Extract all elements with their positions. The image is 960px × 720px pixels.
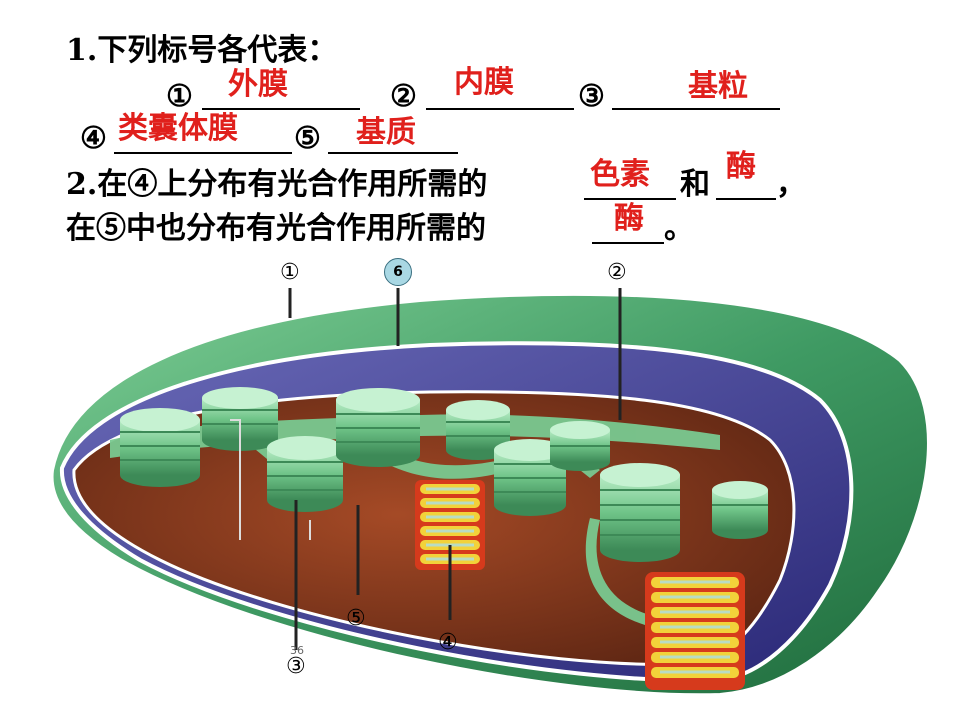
answer-grana: 基粒 [688, 69, 748, 104]
mark-4: ④ [80, 121, 107, 156]
granum-1 [120, 408, 200, 487]
mark-3: ③ [578, 79, 605, 114]
answer-enzyme-1: 酶 [726, 149, 756, 184]
blank-1-underline [202, 108, 360, 110]
granum-8 [600, 463, 680, 562]
question-2-and: 和 [680, 167, 710, 202]
page-number: 36 [290, 644, 304, 657]
answer-thylakoid-membrane: 类囊体膜 [118, 111, 238, 146]
blank-5-underline [328, 152, 458, 154]
blank-pigment-underline [584, 198, 676, 200]
granum-4 [336, 388, 420, 467]
answer-pigment: 色素 [590, 157, 650, 192]
question-2-period: 。 [664, 211, 694, 246]
thylakoid-cross-section-1 [415, 480, 485, 570]
diagram-label-5: ⑤ [346, 606, 366, 631]
answer-enzyme-2: 酶 [614, 201, 644, 236]
granum-3 [267, 436, 343, 512]
mark-5: ⑤ [294, 121, 321, 156]
question-1-intro: 1.下列标号各代表： [66, 33, 338, 68]
leader-lines [288, 288, 622, 650]
diagram-label-6: 6 [384, 258, 412, 286]
blank-3-underline [612, 108, 780, 110]
granum-bracket [230, 419, 241, 540]
blank-4-underline [114, 152, 292, 154]
mark-1: ① [166, 79, 193, 114]
answer-stroma: 基质 [356, 115, 416, 150]
diagram-label-4: ④ [438, 630, 458, 655]
blank-2-underline [426, 108, 574, 110]
granum-5 [446, 400, 510, 460]
question-2-line-1-start: 2.在④上分布有光合作用所需的 [66, 167, 488, 202]
mark-2: ② [390, 79, 417, 114]
diagram-label-3: ③ [286, 654, 306, 679]
diagram-label-1: ① [280, 260, 300, 285]
blank-enzyme-1-underline [716, 198, 776, 200]
answer-outer-membrane: 外膜 [228, 67, 288, 102]
blank-enzyme-2-underline [592, 242, 664, 244]
granum-9 [712, 481, 768, 539]
thylakoid-cross-section-2 [645, 572, 745, 690]
answer-inner-membrane: 内膜 [454, 65, 514, 100]
granum-7 [550, 421, 610, 471]
diagram-label-2: ② [607, 260, 627, 285]
question-2-line-2-start: 在⑤中也分布有光合作用所需的 [66, 211, 486, 246]
question-2-comma: ， [776, 167, 806, 202]
